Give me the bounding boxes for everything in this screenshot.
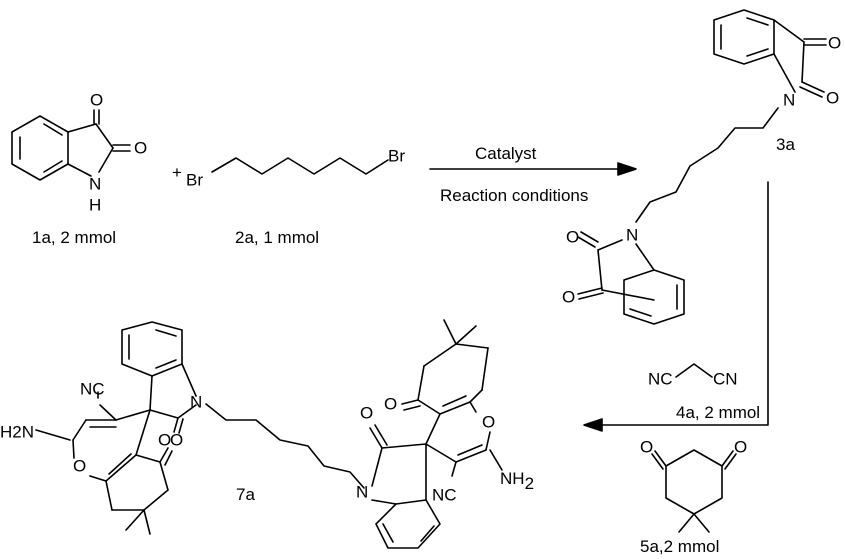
dimedone-label: 5a,2 mmol bbox=[640, 537, 719, 556]
dimedone-o-right: O bbox=[734, 438, 747, 457]
bis-isatin-n1: N bbox=[783, 91, 795, 110]
dibromohexane-label: 2a, 1 mmol bbox=[235, 228, 319, 247]
product-left-cn: NC bbox=[80, 380, 105, 399]
product-right-n: N bbox=[356, 483, 368, 502]
bis-isatin-o2: O bbox=[826, 89, 839, 108]
bis-isatin-label: 3a bbox=[776, 135, 795, 154]
dibromohexane-structure: Br Br 2a, 1 mmol bbox=[186, 147, 405, 248]
product-left-n: N bbox=[190, 393, 202, 412]
product-right-nh: NH bbox=[500, 469, 525, 488]
dimedone-structure: O O 5a,2 mmol bbox=[640, 438, 747, 557]
isatin-n: N bbox=[89, 175, 101, 194]
reaction-arrow-2 bbox=[583, 181, 769, 432]
product-label: 7a bbox=[236, 485, 255, 504]
product-right-ring-o: O bbox=[482, 413, 495, 432]
isatin-label: 1a, 2 mmol bbox=[32, 228, 116, 247]
product-right-nh-subscript: 2 bbox=[525, 474, 534, 493]
bis-isatin-o1: O bbox=[828, 34, 841, 53]
product-left-ketone-o: O bbox=[158, 431, 171, 450]
product-right-cn: NC bbox=[432, 486, 457, 505]
product-right-amide-o: O bbox=[360, 404, 373, 423]
bis-isatin-o3: O bbox=[566, 228, 579, 247]
malononitrile-nc: NC bbox=[648, 370, 673, 389]
bis-isatin-structure: O O N 3a N O O bbox=[562, 9, 841, 325]
malononitrile-label: 4a, 2 mmol bbox=[676, 403, 760, 422]
catalyst-label: Catalyst bbox=[475, 144, 537, 163]
conditions-label: Reaction conditions bbox=[440, 186, 588, 205]
product-structure: O N NC H2N O O 7a N bbox=[0, 319, 534, 549]
malononitrile-structure: NC CN 4a, 2 mmol bbox=[648, 363, 760, 422]
reaction-arrow-1: Catalyst Reaction conditions bbox=[429, 144, 637, 205]
product-left-nh2: H2N bbox=[0, 423, 34, 442]
isatin-structure: O O N H 1a, 2 mmol bbox=[11, 91, 147, 247]
plus-sign: + bbox=[172, 163, 182, 182]
isatin-o-right: O bbox=[134, 139, 147, 158]
bis-isatin-o4: O bbox=[562, 288, 575, 307]
isatin-h: H bbox=[89, 196, 101, 215]
isatin-o-top: O bbox=[90, 91, 103, 110]
br-right: Br bbox=[388, 147, 405, 166]
product-right-nh2-main: NH2 bbox=[500, 469, 534, 493]
product-right-ketone-o: O bbox=[384, 395, 397, 414]
dimedone-o-left: O bbox=[640, 438, 653, 457]
bis-isatin-n2: N bbox=[626, 226, 638, 245]
product-left-amide-o: O bbox=[170, 431, 183, 450]
malononitrile-cn: CN bbox=[713, 370, 738, 389]
product-left-ring-o: O bbox=[73, 457, 86, 476]
br-left: Br bbox=[186, 171, 203, 190]
